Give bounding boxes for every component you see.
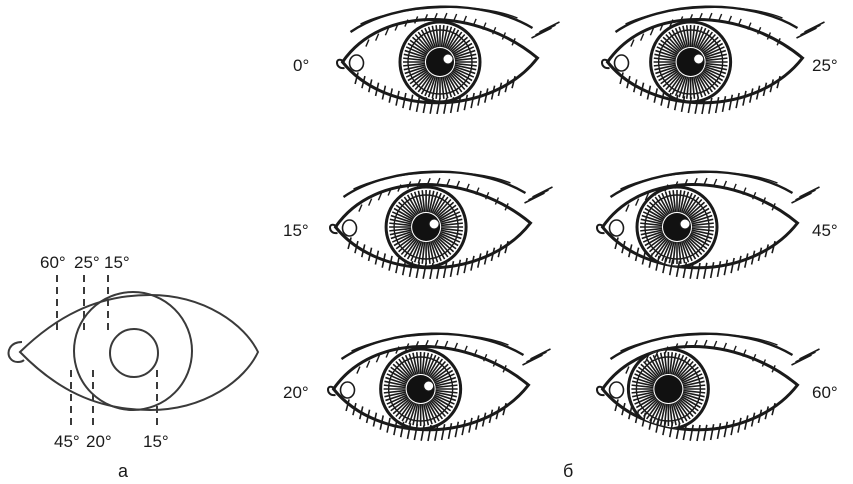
eyeball — [637, 187, 717, 267]
eyelid-line — [527, 352, 547, 362]
top-angle-label: 25° — [74, 253, 100, 272]
top-angle-label: 60° — [40, 253, 66, 272]
top-angle-label: 15° — [104, 253, 130, 272]
eyelid-line — [796, 190, 816, 200]
eyelid-line — [536, 25, 556, 35]
schematic-caruncle — [9, 342, 25, 362]
eyelid-line — [792, 355, 812, 365]
panel-a-diagram: 60° 25° 15° 45° 20° 15° а — [9, 253, 259, 481]
panel-b-label: б — [563, 461, 573, 481]
eyelid-line — [800, 187, 820, 197]
eyelid-line — [533, 187, 553, 197]
eye-drawing — [602, 7, 825, 114]
eye-angle-label: 0° — [293, 56, 309, 75]
eye-angle-label: 15° — [283, 221, 309, 240]
eyelid-line — [801, 25, 821, 35]
eyelid-line — [540, 22, 560, 32]
eyelid-line — [805, 22, 825, 32]
eyeball — [386, 187, 466, 267]
eyeball — [628, 349, 708, 429]
eyeball — [400, 22, 480, 102]
eyelid-line — [797, 28, 817, 38]
eye-angle-label: 20° — [283, 383, 309, 402]
panel-b-eyes — [328, 7, 825, 441]
bottom-angle-label: 20° — [86, 432, 112, 451]
eyelid-line — [792, 193, 812, 203]
schematic-pupil — [110, 329, 158, 377]
bottom-angle-label: 15° — [143, 432, 169, 451]
eyelid-line — [796, 352, 816, 362]
eyelid-line — [531, 349, 551, 359]
pupil-highlight — [680, 219, 690, 229]
eyelid-line — [532, 28, 552, 38]
eye-drawing — [330, 172, 553, 279]
eyelid-line — [523, 355, 543, 365]
pupil-highlight — [694, 54, 704, 64]
pupil-highlight — [443, 54, 453, 64]
eye-angle-label: 45° — [812, 221, 838, 240]
eye-drawing — [597, 334, 820, 441]
pupil-highlight — [424, 381, 434, 391]
eyelid-line — [529, 190, 549, 200]
eyelid-line — [525, 193, 545, 203]
pupil — [654, 375, 682, 403]
bottom-angle-label: 45° — [54, 432, 80, 451]
schematic-iris — [74, 292, 192, 410]
eye-drawing — [337, 7, 560, 114]
panel-a-label: а — [118, 461, 129, 481]
eyeball — [651, 22, 731, 102]
pupil-highlight — [429, 219, 439, 229]
eyeball — [381, 349, 461, 429]
eyelid-line — [800, 349, 820, 359]
eye-angle-label: 25° — [812, 56, 838, 75]
schematic-eye-outline — [20, 295, 258, 410]
eye-angle-label: 60° — [812, 383, 838, 402]
eye-drawing — [597, 172, 820, 279]
eye-drawing — [328, 334, 551, 441]
